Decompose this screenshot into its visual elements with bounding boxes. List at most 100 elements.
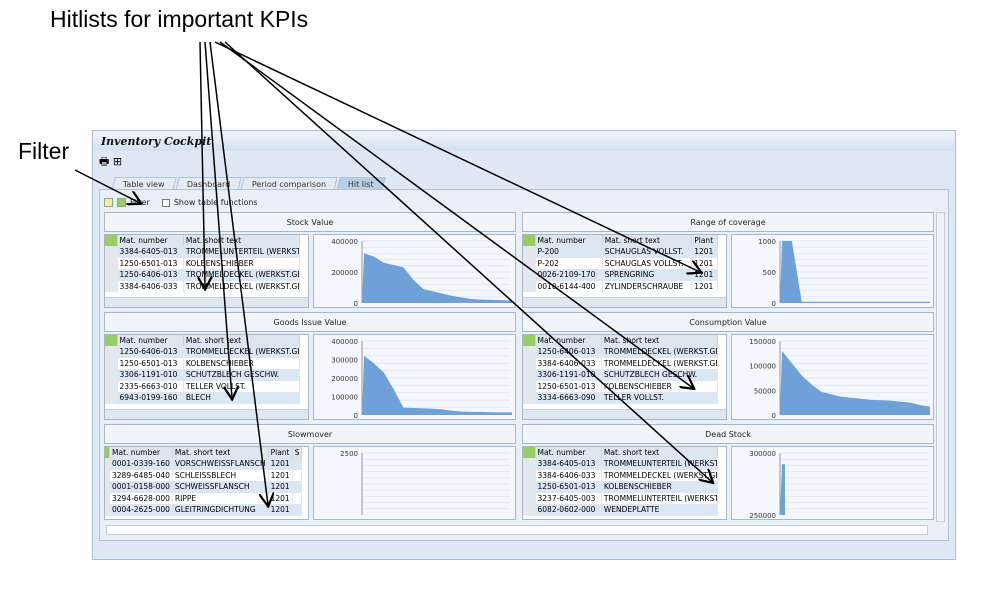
select-all-icon[interactable] — [105, 235, 118, 246]
col-plant[interactable]: Plant — [691, 235, 718, 246]
filter-icon[interactable] — [104, 198, 113, 207]
row-selector[interactable] — [523, 246, 536, 258]
row-selector[interactable] — [105, 481, 110, 493]
vertical-scrollbar[interactable] — [936, 212, 945, 522]
select-all-icon[interactable] — [105, 447, 110, 458]
row-selector[interactable] — [523, 492, 536, 504]
row-selector[interactable] — [105, 280, 118, 292]
tab-label: Hit list — [348, 180, 374, 189]
row-selector[interactable] — [523, 269, 536, 281]
col-mat-number[interactable]: Mat. number — [117, 235, 184, 246]
select-all-icon[interactable] — [523, 335, 536, 346]
row-selector[interactable] — [523, 458, 536, 470]
table-cell: 1201 — [268, 458, 293, 470]
row-selector[interactable] — [523, 346, 536, 358]
col-mat-text[interactable]: Mat. short text — [172, 447, 269, 458]
row-selector[interactable] — [105, 392, 118, 404]
row-selector[interactable] — [105, 257, 118, 269]
col-mat-text[interactable]: Mat. short text — [183, 235, 301, 246]
select-all-icon[interactable] — [523, 447, 536, 458]
table-cell: 1201 — [268, 492, 293, 504]
table-cell: ZYLINDERSCHRAUBE — [602, 280, 693, 292]
row-selector[interactable] — [523, 481, 536, 493]
col-mat-text[interactable]: Mat. short text — [183, 335, 301, 346]
col-mat-text[interactable]: Mat. short text — [602, 235, 693, 246]
col-plant[interactable]: Plant — [268, 447, 293, 458]
col-mat-text[interactable]: Mat. short text — [601, 335, 719, 346]
table-scrollbar[interactable] — [523, 409, 726, 419]
row-selector[interactable] — [523, 280, 536, 292]
row-selector[interactable] — [105, 269, 118, 281]
row-selector[interactable] — [105, 504, 110, 516]
col-mat-number[interactable]: Mat. number — [535, 335, 602, 346]
col-mat-text[interactable]: Mat. short text — [601, 447, 719, 458]
row-selector[interactable] — [523, 369, 536, 381]
layout-icon[interactable]: ⊞ — [112, 155, 123, 168]
table-scrollbar[interactable] — [523, 297, 726, 307]
row-selector[interactable] — [105, 469, 110, 481]
row-selector[interactable] — [105, 369, 118, 381]
col-mat-number[interactable]: Mat. number — [535, 447, 602, 458]
table-scrollbar[interactable] — [105, 409, 308, 419]
table-cell: SCHAUGLAS VOLLST. — [602, 257, 693, 269]
table-cell: 1201 — [691, 257, 718, 269]
select-all-icon[interactable] — [523, 235, 536, 246]
row-selector[interactable] — [105, 458, 110, 470]
row-selector[interactable] — [523, 257, 536, 269]
col-s[interactable]: S — [292, 447, 303, 458]
filter-settings-icon[interactable] — [117, 198, 126, 207]
area-series — [780, 350, 930, 415]
table-scrollbar[interactable] — [105, 297, 308, 307]
row-selector[interactable] — [523, 380, 536, 392]
select-all-icon[interactable] — [105, 335, 118, 346]
print-icon[interactable]: 🖶 — [99, 155, 110, 168]
table-cell: 2335-6663-010 — [117, 380, 184, 392]
row-selector[interactable] — [105, 346, 118, 358]
row-selector[interactable] — [523, 392, 536, 404]
show-table-functions-checkbox[interactable] — [161, 198, 170, 207]
col-mat-number[interactable]: Mat. number — [535, 235, 603, 246]
horizontal-scrollbar[interactable] — [106, 525, 928, 535]
row-selector[interactable] — [523, 504, 536, 516]
filter-button[interactable]: Filter — [130, 198, 150, 207]
row-selector[interactable] — [523, 469, 536, 481]
y-tick-label: 400000 — [331, 338, 358, 346]
row-selector[interactable] — [105, 357, 118, 369]
row-selector[interactable] — [105, 246, 118, 258]
col-mat-number[interactable]: Mat. number — [109, 447, 173, 458]
row-selector[interactable] — [105, 492, 110, 504]
area-series — [780, 464, 785, 515]
col-mat-number[interactable]: Mat. number — [117, 335, 184, 346]
row-selector[interactable] — [105, 380, 118, 392]
row-selector[interactable] — [523, 357, 536, 369]
